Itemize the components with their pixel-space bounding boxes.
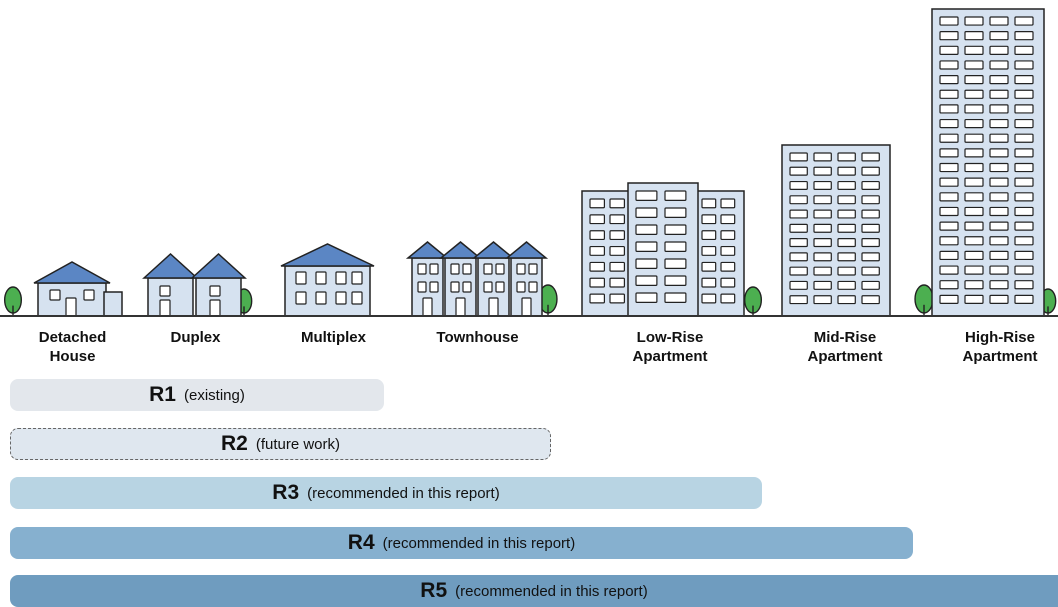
low-rise-left-wing [581, 190, 635, 317]
mid-rise-block [781, 144, 891, 317]
apartment-buildings [581, 8, 1045, 317]
zone-note: (recommended in this report) [382, 534, 576, 552]
tree-icon [3, 286, 23, 316]
townhouse-unit-icon [471, 241, 516, 317]
zone-bar-r2: R2 (future work) [10, 428, 551, 460]
duplex-left-icon [142, 252, 199, 317]
label-mid-rise-apartment: Mid-Rise Apartment [807, 329, 883, 365]
high-rise-block [931, 8, 1045, 317]
building-illustration [0, 8, 1058, 317]
zone-code: R1 [149, 383, 176, 406]
townhouse-unit-icon [504, 241, 549, 317]
low-density-houses [3, 241, 1057, 317]
zone-code: R3 [272, 481, 300, 504]
label-low-rise-apartment: Low-Rise Apartment [632, 329, 708, 365]
low-rise-center [627, 182, 699, 317]
townhouse-unit-icon [405, 241, 450, 317]
multiplex-icon [280, 243, 375, 317]
label-high-rise-apartment: High-Rise Apartment [962, 329, 1038, 365]
zone-note: (recommended in this report) [455, 582, 648, 600]
zone-bar-r5: R5 (recommended in this report) [10, 575, 1058, 607]
label-multiplex: Multiplex [300, 329, 366, 346]
zone-note: (future work) [255, 435, 341, 453]
zone-bar-r4: R4 (recommended in this report) [10, 527, 913, 559]
duplex-right-icon [190, 252, 247, 317]
label-duplex: Duplex [170, 329, 221, 346]
zone-bar-r1: R1 (existing) [10, 379, 384, 411]
zone-note: (existing) [184, 386, 245, 404]
label-detached-house: Detached House [38, 329, 107, 365]
tree-icon [914, 284, 934, 316]
zone-code: R4 [347, 531, 375, 554]
tree-icon [743, 286, 763, 316]
zone-code: R2 [220, 432, 248, 455]
detached-house-icon [33, 261, 123, 317]
zone-bar-r3: R3 (recommended in this report) [10, 477, 762, 509]
zone-note: (recommended in this report) [307, 484, 500, 502]
zone-code: R5 [420, 579, 448, 602]
label-townhouse: Townhouse [436, 329, 519, 346]
low-rise-right-wing [693, 190, 745, 317]
townhouse-unit-icon [438, 241, 483, 317]
